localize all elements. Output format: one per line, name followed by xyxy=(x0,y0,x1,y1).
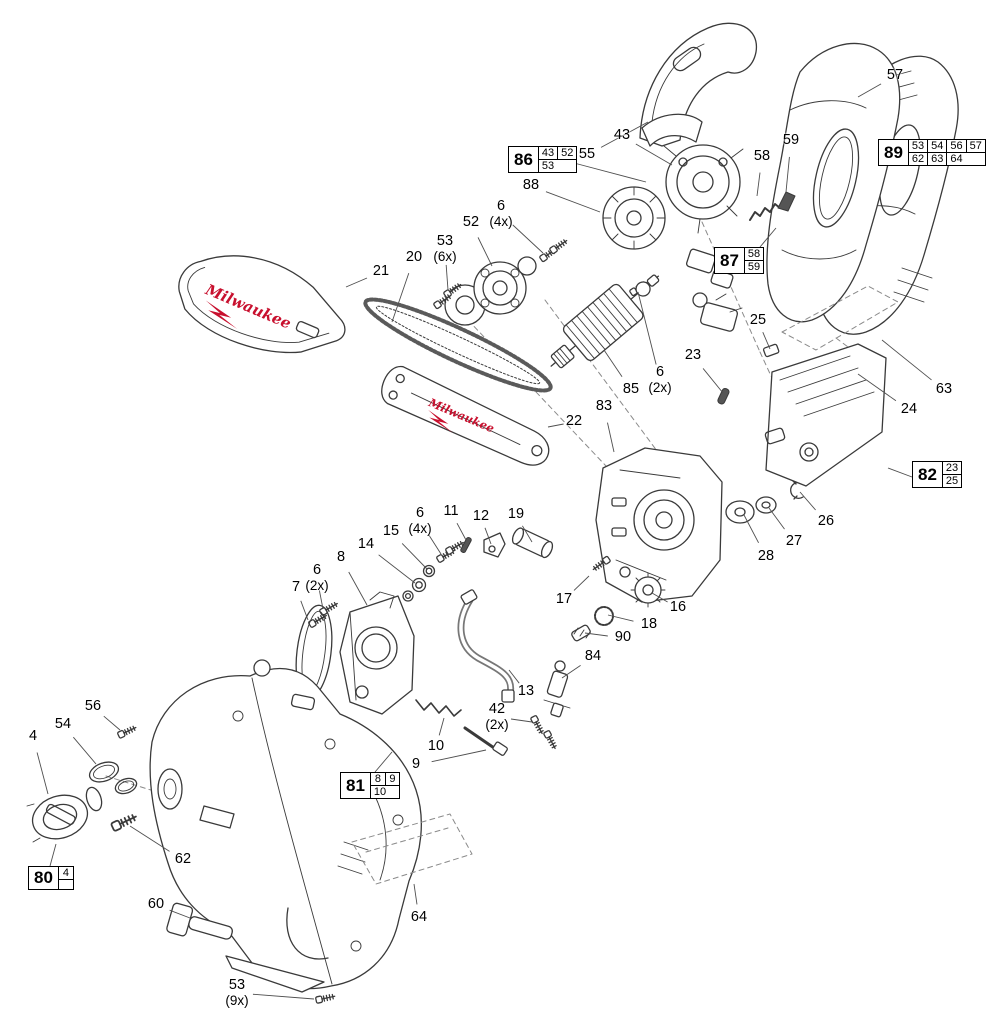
part-label-6c: 6(4x) xyxy=(408,504,432,536)
part-label-58: 58 xyxy=(753,148,771,165)
brush-and-switch-assembly xyxy=(685,248,743,332)
part-label-13: 13 xyxy=(517,683,535,700)
motor-baffle xyxy=(641,113,703,147)
part-label-20: 20 xyxy=(405,249,423,266)
trigger-spring-and-lever xyxy=(749,191,796,221)
part-label-52: 52 xyxy=(462,214,480,231)
part-label-15: 15 xyxy=(382,523,400,540)
part-label-7: 7 xyxy=(291,579,301,596)
handle-housing-left-half xyxy=(766,42,901,323)
part-label-64: 64 xyxy=(410,909,428,926)
oil-tank-housing xyxy=(295,591,415,715)
part-label-6a: 6(4x) xyxy=(489,197,513,229)
part-label-25: 25 xyxy=(749,312,767,329)
part-label-21: 21 xyxy=(372,263,390,280)
saw-chain xyxy=(363,297,553,393)
spring-and-plunger xyxy=(415,699,508,756)
part-label-57: 57 xyxy=(886,67,904,84)
part-label-54: 54 xyxy=(54,716,72,733)
gearcase xyxy=(595,447,723,603)
part-label-8: 8 xyxy=(336,549,346,566)
part-label-18: 18 xyxy=(640,616,658,633)
side-cover xyxy=(764,343,887,487)
part-label-53a: 53(6x) xyxy=(433,232,457,264)
brand-lightning-icon xyxy=(428,409,454,434)
part-label-24: 24 xyxy=(900,401,918,418)
part-label-59: 59 xyxy=(782,132,800,149)
part-label-9: 9 xyxy=(411,756,421,773)
part-label-23: 23 xyxy=(684,347,702,364)
housing-label-sticker xyxy=(351,813,473,885)
warning-label-sticker xyxy=(781,285,899,351)
sprocket-clutch-assembly xyxy=(432,237,570,326)
armature xyxy=(550,274,660,369)
part-label-16: 16 xyxy=(669,599,687,616)
part-label-56: 56 xyxy=(84,698,102,715)
motor-end-bell xyxy=(663,144,744,234)
part-label-42: 42(2x) xyxy=(485,700,509,732)
part-label-4: 4 xyxy=(28,728,38,745)
part-label-43: 43 xyxy=(613,127,631,144)
chain-cover: Milwaukee xyxy=(178,255,346,354)
part-label-10: 10 xyxy=(427,738,445,755)
part-label-60: 60 xyxy=(147,896,165,913)
brand-lightning-icon xyxy=(205,300,238,330)
part-label-6d: 6(2x) xyxy=(305,561,329,593)
field-stator xyxy=(602,186,666,250)
part-label-14: 14 xyxy=(357,536,375,553)
part-label-17: 17 xyxy=(555,591,573,608)
part-label-26: 26 xyxy=(817,513,835,530)
oil-cap-assembly xyxy=(26,723,337,1005)
part-label-11: 11 xyxy=(443,503,459,520)
part-label-22: 22 xyxy=(565,413,583,430)
part-label-88: 88 xyxy=(522,177,540,194)
oiler-fittings xyxy=(402,527,554,602)
part-label-62: 62 xyxy=(174,851,192,868)
part-label-27: 27 xyxy=(785,533,803,550)
part-label-90: 90 xyxy=(614,629,632,646)
part-label-84: 84 xyxy=(584,648,602,665)
part-label-28: 28 xyxy=(757,548,775,565)
part-label-19: 19 xyxy=(507,506,525,523)
part-label-6b: 6(2x) xyxy=(648,363,672,395)
part-label-83: 83 xyxy=(595,398,613,415)
part-label-85: 85 xyxy=(622,381,640,398)
drive-sprocket xyxy=(571,555,666,642)
part-label-63: 63 xyxy=(935,381,953,398)
part-label-53b: 53(9x) xyxy=(225,976,249,1008)
part-label-12: 12 xyxy=(472,508,490,525)
main-housing xyxy=(149,659,422,993)
part-label-55: 55 xyxy=(578,146,596,163)
